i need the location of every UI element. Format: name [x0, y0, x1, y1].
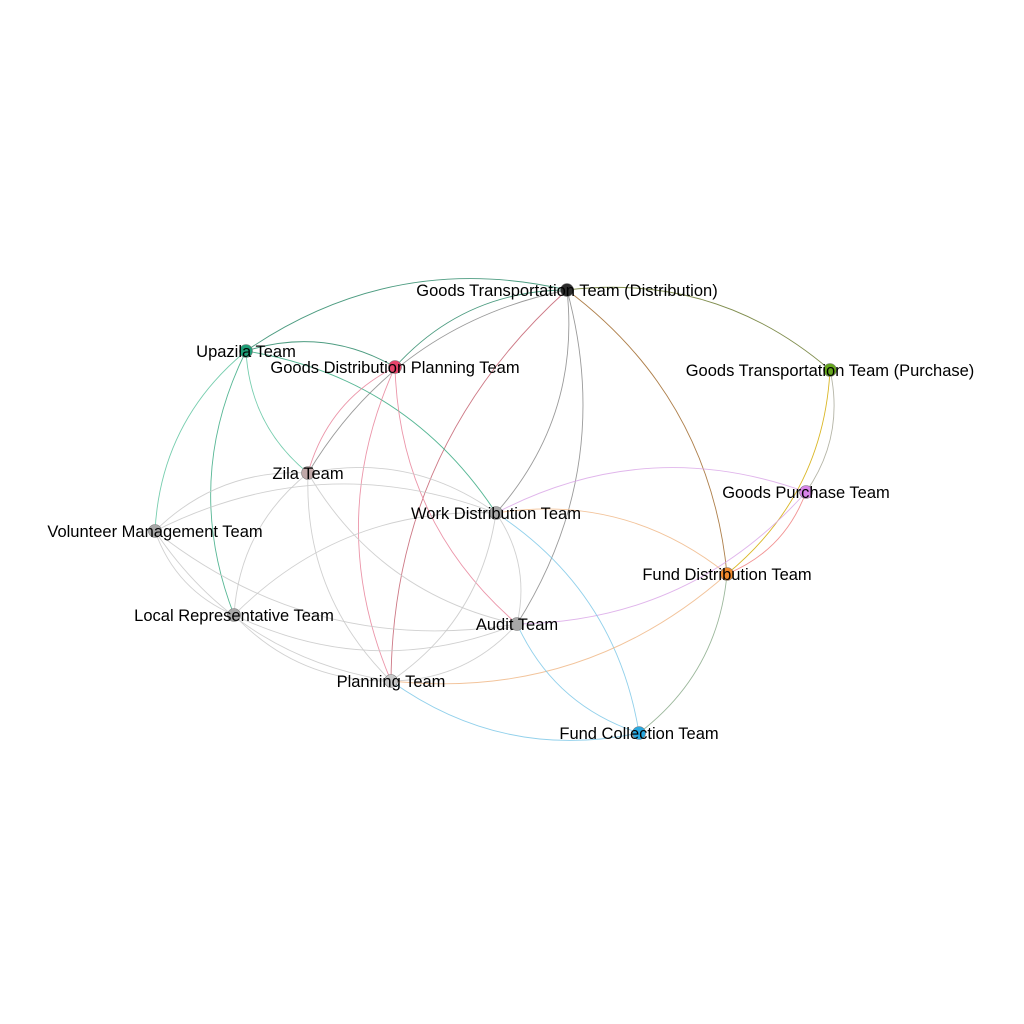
node-zila[interactable] — [301, 466, 315, 480]
edge-gttp-gpt — [805, 369, 835, 493]
node-upazila[interactable] — [239, 344, 253, 358]
edge-zila-planning — [307, 472, 392, 682]
node-planning[interactable] — [384, 674, 398, 688]
node-label-gttd: Goods Transportation Team (Distribution) — [416, 282, 717, 300]
edge-gttd-wdt — [495, 289, 570, 514]
edge-wdt-fdt — [495, 508, 728, 575]
node-gpt[interactable] — [799, 485, 813, 499]
node-fdt[interactable] — [720, 567, 734, 581]
node-label-gttp: Goods Transportation Team (Purchase) — [686, 362, 975, 380]
edge-upazila-wdt — [245, 350, 497, 514]
edge-upazila-vmt — [154, 350, 247, 532]
edge-audit-fct — [516, 623, 640, 734]
edge-wdt-planning — [390, 512, 497, 682]
node-gttd[interactable] — [560, 283, 574, 297]
node-label-vmt: Volunteer Management Team — [47, 523, 262, 541]
node-label-upazila: Upazila Team — [196, 343, 296, 361]
edge-wdt-fct — [495, 512, 640, 734]
edge-vmt-lrt — [154, 530, 235, 616]
edge-gpt-fdt — [726, 491, 807, 575]
edge-wdt-audit — [495, 512, 522, 625]
edge-vmt-planning — [154, 530, 392, 682]
node-label-planning: Planning Team — [337, 673, 446, 691]
node-gdpt[interactable] — [388, 360, 402, 374]
edges-layer — [154, 278, 835, 741]
node-label-fct: Fund Collection Team — [559, 725, 718, 743]
node-lrt[interactable] — [227, 608, 241, 622]
node-label-fdt: Fund Distribution Team — [642, 566, 811, 584]
edge-lrt-audit — [233, 614, 518, 652]
edge-gttp-fdt — [726, 369, 831, 575]
node-label-audit: Audit Team — [476, 616, 558, 634]
edge-upazila-lrt — [210, 350, 247, 616]
edge-gdpt-zila — [307, 366, 396, 474]
edge-lrt-planning — [233, 614, 392, 682]
edge-gttd-gttp — [566, 286, 831, 371]
node-wdt[interactable] — [489, 506, 503, 520]
edge-upazila-zila — [245, 350, 309, 474]
node-label-gdpt: Goods Distribution Planning Team — [270, 359, 519, 377]
node-label-gpt: Goods Purchase Team — [722, 484, 890, 502]
edge-wdt-zila — [307, 467, 497, 514]
labels-layer: Goods Transportation Team (Distribution)… — [47, 282, 974, 743]
edge-audit-planning — [390, 623, 518, 682]
edge-gttd-zila — [307, 289, 568, 474]
edge-zila-lrt — [233, 472, 309, 616]
edge-gttd-upazila — [245, 278, 568, 352]
node-audit[interactable] — [510, 617, 524, 631]
nodes-layer — [148, 283, 837, 740]
node-gttp[interactable] — [823, 363, 837, 377]
edge-gpt-audit — [516, 491, 807, 625]
edge-wdt-vmt — [154, 483, 497, 532]
edge-planning-fct — [390, 680, 640, 741]
edge-gdpt-planning — [358, 366, 396, 682]
edge-gttd-gdpt — [394, 289, 568, 368]
edge-vmt-audit — [154, 530, 518, 632]
edge-upazila-gdpt — [245, 341, 396, 368]
edge-gpt-wdt — [495, 467, 807, 514]
edge-fdt-fct — [638, 573, 728, 734]
edge-zila-vmt — [154, 472, 309, 532]
edge-gttd-planning — [390, 289, 568, 682]
edge-gdpt-audit — [394, 366, 518, 625]
edge-zila-audit — [307, 472, 518, 625]
node-fct[interactable] — [632, 726, 646, 740]
edge-wdt-lrt — [233, 512, 497, 616]
edge-fdt-planning — [390, 573, 728, 685]
edge-gttd-fdt — [566, 289, 728, 575]
node-label-zila: Zila Team — [272, 465, 343, 483]
node-label-lrt: Local Representative Team — [134, 607, 334, 625]
node-label-wdt: Work Distribution Team — [411, 505, 581, 523]
node-vmt[interactable] — [148, 524, 162, 538]
edge-gttd-audit — [516, 289, 584, 625]
